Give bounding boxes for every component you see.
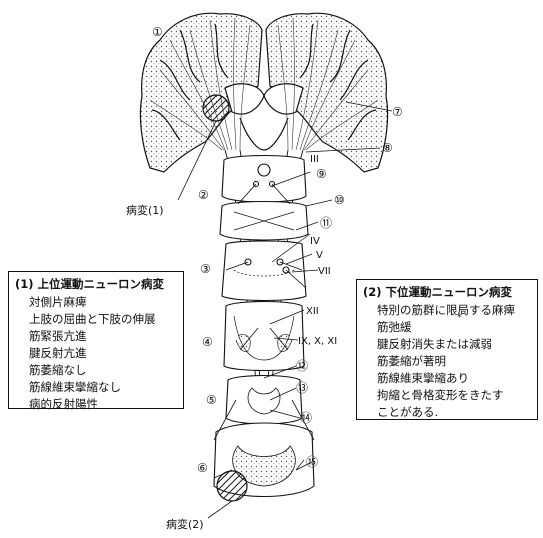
lower-box-item: 特別の筋群に限局する麻痺	[377, 303, 515, 317]
lower-box-item: 筋弛緩	[377, 320, 412, 334]
lesion-1-label: 病変(1)	[126, 203, 164, 217]
brainstem	[213, 154, 315, 497]
lower-box-item: ことがある.	[377, 405, 439, 419]
upper-motor-neuron-box: (1) 上位運動ニューロン病変 対側片麻痺 上肢の屈曲と下肢の伸展 筋緊張亢進 …	[8, 271, 184, 411]
asterisk-mark: *	[457, 313, 462, 323]
lesion-2-label: 病変(2)	[166, 517, 204, 531]
nerve-III-label: III	[310, 154, 319, 165]
label-5: ⑤	[206, 393, 217, 407]
label-9: ⑨	[316, 167, 327, 181]
upper-box-item: 上肢の屈曲と下肢の伸展	[29, 312, 156, 326]
nerve-XII-label: XII	[306, 306, 319, 317]
label-12: ⑫	[296, 359, 308, 373]
label-8: ⑧	[382, 141, 393, 155]
lower-box-title: (2) 下位運動ニューロン病変	[363, 285, 513, 299]
upper-box-title: (1) 上位運動ニューロン病変	[15, 277, 165, 291]
lower-box-item: 拘縮と骨格変形をきたす	[377, 388, 504, 402]
lower-box-item: 腱反射消失または減弱	[377, 337, 492, 351]
nerve-IV-label: IV	[310, 236, 320, 247]
upper-box-item: 筋萎縮なし	[29, 363, 87, 377]
lower-box-list: 特別の筋群に限局する麻痺 * 筋弛緩 腱反射消失または減弱 筋萎縮が著明 筋線維…	[363, 302, 531, 421]
label-6: ⑥	[197, 461, 208, 475]
label-leaders	[263, 101, 393, 471]
lesion-1-marker	[202, 94, 230, 122]
upper-box-item: 病的反射陽性	[29, 397, 98, 411]
lower-box-item: 筋線維束攣縮あり	[377, 371, 469, 385]
label-11: ⑪	[320, 216, 332, 230]
label-4: ④	[202, 335, 213, 349]
upper-box-item: 対側片麻痺	[29, 295, 87, 309]
label-1: ①	[152, 25, 163, 39]
label-13: ⑬	[296, 381, 308, 395]
nerve-VII-label: VII	[318, 266, 331, 277]
lesion-2-marker	[216, 470, 248, 502]
cerebrum	[139, 12, 389, 173]
nerve-IX-X-XI-label: IX, X, XI	[298, 336, 337, 347]
label-15: ⑮	[306, 455, 318, 469]
nerve-V-label: V	[316, 250, 323, 261]
upper-box-item: 筋緊張亢進	[29, 329, 87, 343]
label-3: ③	[200, 262, 211, 276]
upper-box-item: 腱反射亢進	[29, 346, 87, 360]
corticospinal-fibers	[149, 17, 379, 151]
lesion-2-pointer	[207, 500, 233, 519]
lower-motor-neuron-box: (2) 下位運動ニューロン病変 特別の筋群に限局する麻痺 * 筋弛緩 腱反射消失…	[356, 279, 538, 420]
label-10: ⑩	[334, 193, 345, 207]
label-2: ②	[198, 188, 209, 202]
label-14: ⑭	[300, 411, 312, 425]
upper-box-list: 対側片麻痺 上肢の屈曲と下肢の伸展 筋緊張亢進 腱反射亢進 筋萎縮なし 筋線維束…	[15, 294, 177, 413]
lesion-1-pointer	[177, 120, 217, 201]
lower-box-item: 筋萎縮が著明	[377, 354, 446, 368]
label-7: ⑦	[392, 105, 403, 119]
upper-box-item: 筋線維束攣縮なし	[29, 380, 121, 394]
cranial-nerve-lines	[213, 183, 315, 479]
